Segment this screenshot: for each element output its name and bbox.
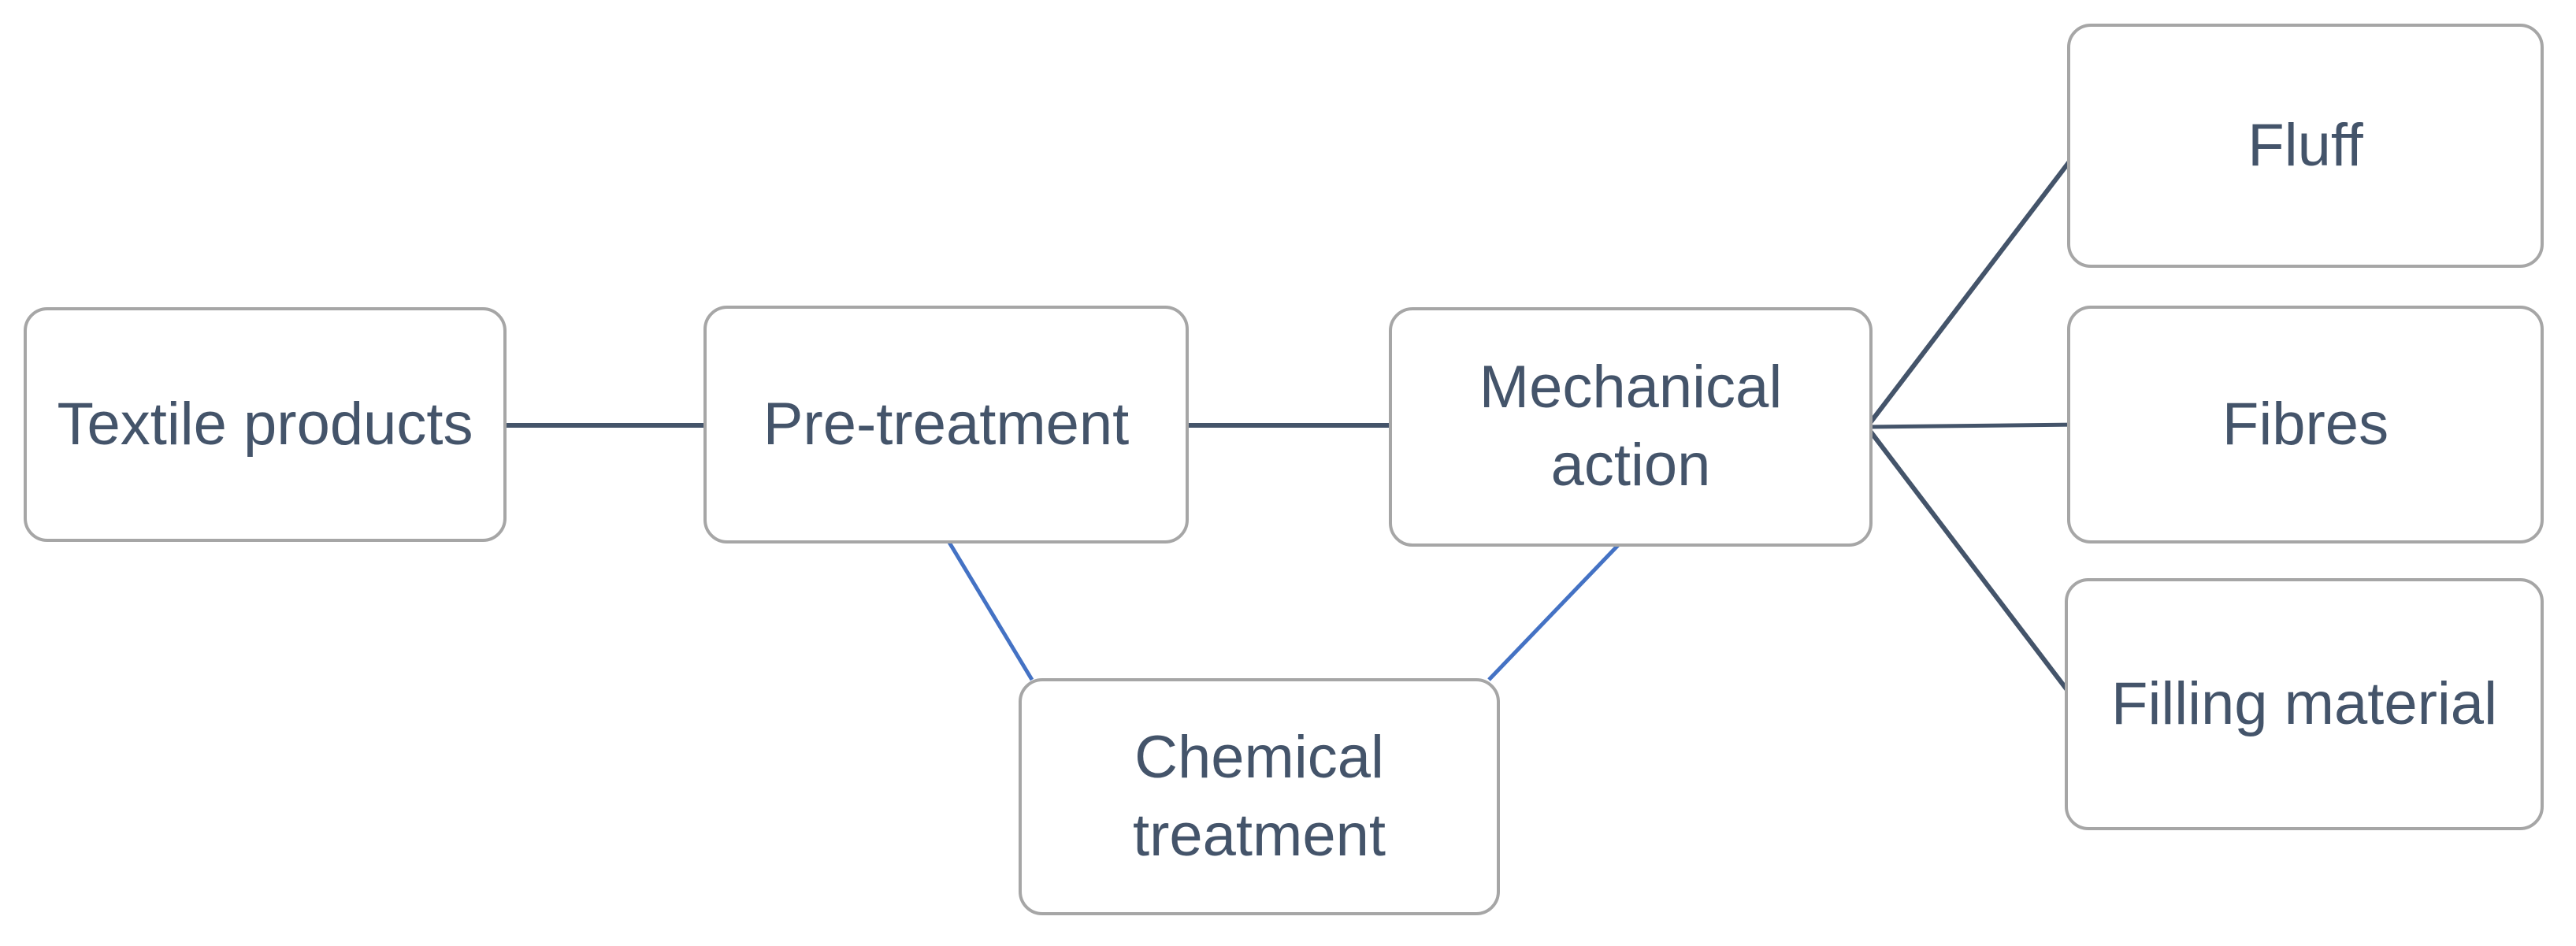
node-fluff: Fluff — [2067, 24, 2544, 268]
edge-mechanical-action-to-fluff — [1865, 147, 2082, 428]
node-fluff-label: Fluff — [2248, 111, 2363, 179]
edge-mechanical-action-to-fibres — [1866, 422, 2080, 429]
node-textile-products-label: Textile products — [57, 390, 473, 458]
node-pre-treatment: Pre-treatment — [703, 306, 1189, 543]
node-fibres: Fibres — [2067, 306, 2544, 543]
node-textile-products: Textile products — [24, 307, 507, 542]
node-chemical-treatment: Chemical treatment — [1019, 678, 1500, 915]
node-fibres-label: Fibres — [2222, 390, 2389, 458]
node-filling-material-label: Filling material — [2111, 670, 2497, 737]
edge-mechanical-action-to-filling-material — [1865, 425, 2080, 705]
node-filling-material: Filling material — [2065, 578, 2544, 830]
edge-mechanical-action-to-chemical-treatment — [1487, 539, 1624, 681]
node-chemical-treatment-label: Chemical treatment — [1132, 723, 1386, 869]
edge-pre-treatment-to-chemical-treatment — [944, 536, 1034, 681]
node-mechanical-action: Mechanical action — [1389, 307, 1873, 547]
node-mechanical-action-label: Mechanical action — [1479, 354, 1783, 499]
node-pre-treatment-label: Pre-treatment — [763, 390, 1130, 458]
